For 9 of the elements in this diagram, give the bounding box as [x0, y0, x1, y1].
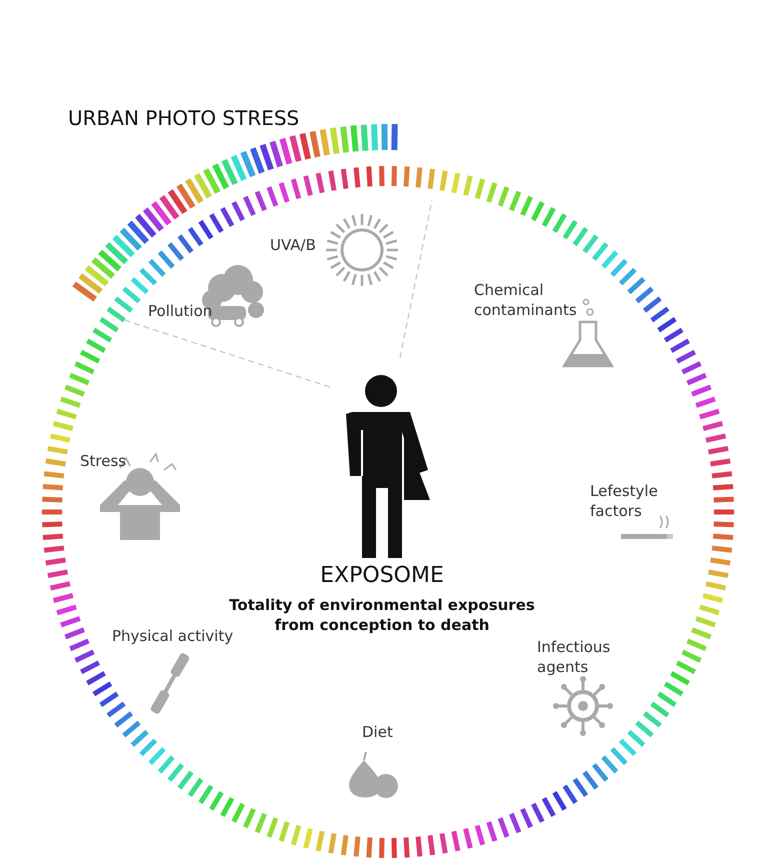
exposure-label: Infectious agents [537, 638, 612, 677]
exposure-label: Diet [362, 723, 394, 742]
exposure-label: Lefestyle factors [590, 482, 659, 521]
exposure-label: Pollution [148, 302, 214, 322]
section-heading: URBAN PHOTO STRESS [68, 105, 300, 131]
exposure-label: UVA/B [270, 236, 317, 256]
exposure-label: Chemical contaminants [474, 281, 578, 320]
central-title: EXPOSOME [319, 562, 445, 590]
exposure-label: Stress [80, 452, 128, 472]
